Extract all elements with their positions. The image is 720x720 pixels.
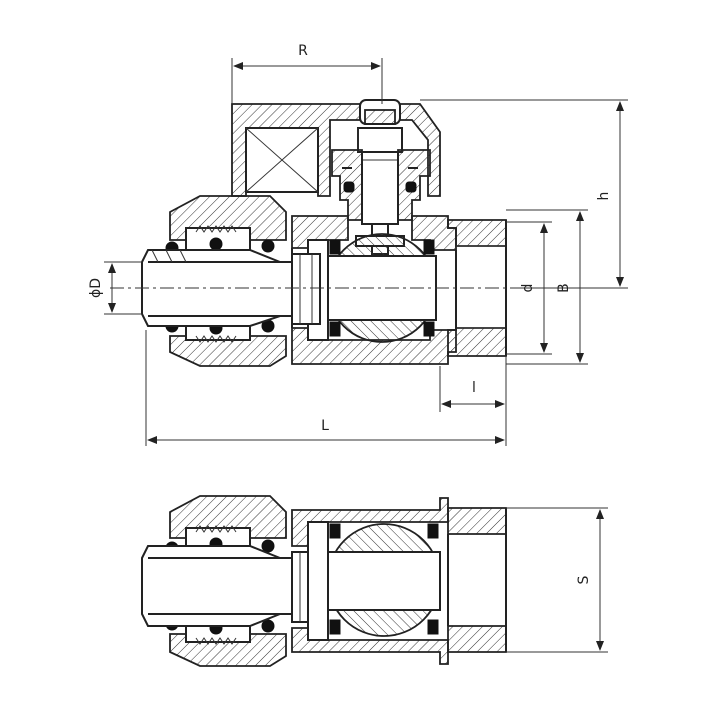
valve-stem [355, 99, 405, 255]
dim-label-l: l [472, 380, 476, 396]
dim-label-S: S [576, 575, 592, 584]
bottom-view: S [141, 495, 608, 667]
dim-label-phiD: ϕD [88, 278, 104, 298]
dim-label-B: B [556, 283, 572, 293]
dim-label-R: R [298, 43, 308, 59]
top-view: R h B d ϕD l [88, 43, 628, 446]
dim-label-h: h [596, 192, 612, 201]
dim-label-d: d [520, 284, 536, 293]
dim-label-L: L [321, 418, 329, 434]
compression-nut [165, 195, 287, 367]
bonnet [331, 149, 431, 221]
dimensions-top: R h B d ϕD l [88, 43, 628, 446]
